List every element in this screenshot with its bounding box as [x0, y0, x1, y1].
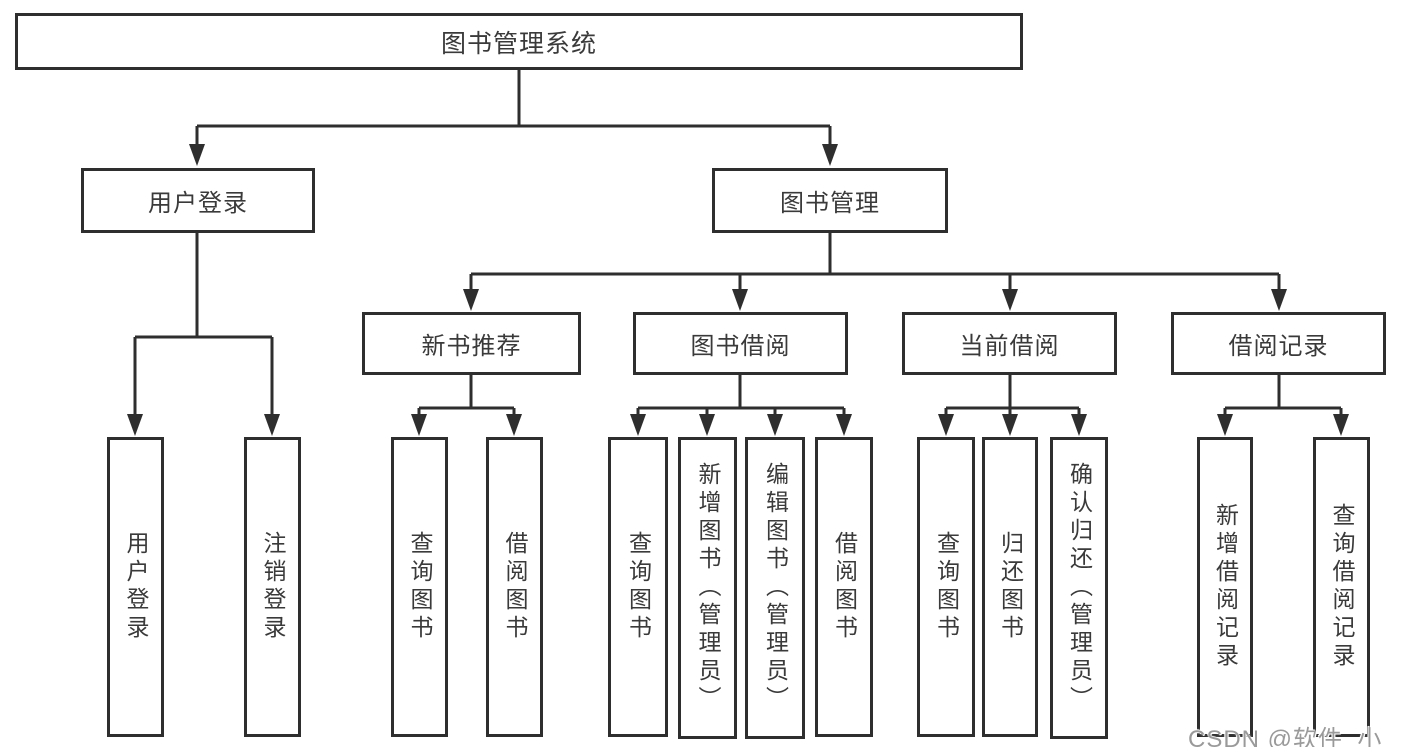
leaf-return-books: 归还图书	[982, 437, 1038, 737]
leaf-confirm-return-admin: 确认归还（管理员）	[1050, 437, 1108, 739]
leaf-query-books-borrowing: 查询图书	[608, 437, 668, 737]
leaf-edit-books-admin: 编辑图书（管理员）	[745, 437, 805, 739]
leaf-borrow-books-recommend: 借阅图书	[486, 437, 543, 737]
leaf-query-books-recommend: 查询图书	[391, 437, 448, 737]
leaf-logout-login: 注销登录	[244, 437, 301, 737]
node-library-management-system: 图书管理系统	[15, 13, 1023, 70]
leaf-add-borrow-record: 新增借阅记录	[1197, 437, 1253, 737]
leaf-user-login: 用户登录	[107, 437, 164, 737]
leaf-query-borrow-record: 查询借阅记录	[1313, 437, 1370, 737]
leaf-add-books-admin: 新增图书（管理员）	[678, 437, 737, 739]
leaf-borrow-books: 借阅图书	[815, 437, 873, 737]
leaf-query-books-current: 查询图书	[917, 437, 975, 737]
node-new-book-recommendation: 新书推荐	[362, 312, 581, 375]
csdn-watermark: CSDN @软件_小贺同学	[1188, 726, 1383, 747]
node-current-borrowing: 当前借阅	[902, 312, 1117, 375]
node-book-borrowing: 图书借阅	[633, 312, 848, 375]
node-user-login: 用户登录	[81, 168, 315, 233]
node-book-management: 图书管理	[712, 168, 948, 233]
node-borrowing-records: 借阅记录	[1171, 312, 1386, 375]
